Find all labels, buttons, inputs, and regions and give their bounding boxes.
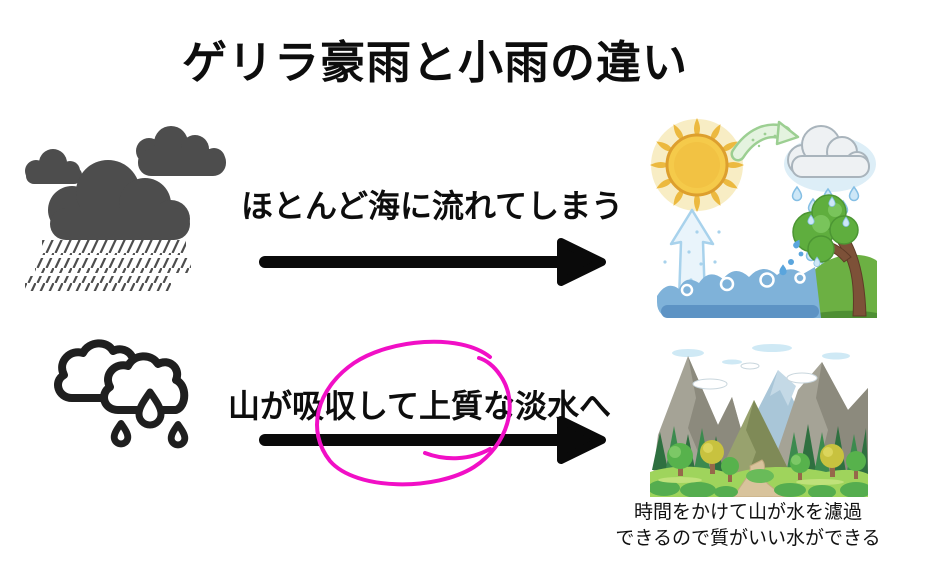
sky-clouds — [672, 344, 850, 365]
foreground-clouds — [692, 362, 818, 390]
storm-clouds-heavy-rain-icon — [25, 126, 226, 291]
bushes — [650, 469, 868, 497]
page-title: ゲリラ豪雨と小雨の違い — [181, 36, 689, 89]
meadow-highlights — [658, 477, 844, 485]
heavy-rain-hatch — [42, 240, 186, 255]
rain-drops — [110, 388, 189, 449]
round-trees — [667, 440, 866, 482]
ocean-wave-icon — [657, 239, 821, 318]
light-rain-clouds-icon — [54, 339, 189, 449]
arrow-right-bottom — [259, 416, 606, 464]
caption-line-2: できるので質がいい水ができる — [615, 527, 881, 549]
heavy-rain-label: ほとんど海に流れてしまう — [241, 187, 624, 225]
mountain-forest-illustration — [650, 340, 868, 497]
mountain-caption: 時間をかけて山が水を濾過 できるので質がいい水ができる — [587, 499, 909, 551]
arrow-right-top — [259, 238, 606, 286]
evaporation-to-cloud-arrow-icon — [730, 120, 800, 162]
sun-icon — [650, 118, 744, 212]
splash-drops — [779, 239, 804, 276]
water-cycle-illustration — [650, 118, 877, 318]
caption-line-1: 時間をかけて山が水を濾過 — [633, 501, 862, 523]
